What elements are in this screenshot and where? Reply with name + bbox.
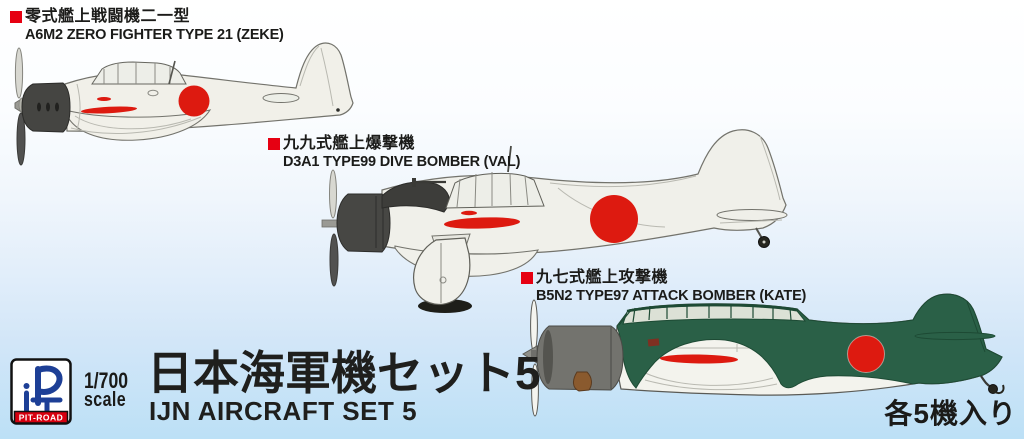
red-square-bullet [268, 138, 280, 151]
zero-fighter-illustration [14, 42, 354, 166]
val-antenna-mast [507, 145, 512, 173]
val-tailplane [716, 209, 788, 221]
val-nose-hump [381, 181, 450, 213]
pit-road-monogram [23, 365, 63, 417]
label-val-jp: 九九式艦上爆撃機 [283, 135, 416, 152]
product-title-jp: 日本海軍機セット5 [147, 347, 541, 399]
label-zero-en: A6M2 ZERO FIGHTER TYPE 21 (ZEKE) [25, 27, 284, 44]
pit-road-logo: PIT-ROAD [10, 358, 72, 425]
kate-exhaust-pipe [573, 371, 592, 392]
val-landing-gear [413, 233, 471, 305]
product-title-en: IJN AIRCRAFT SET 5 [149, 396, 418, 427]
kate-cowling [536, 325, 624, 391]
zero-fuselage [64, 42, 354, 141]
zero-tailplane [262, 93, 300, 103]
label-kate-en: B5N2 TYPE97 ATTACK BOMBER (KATE) [536, 288, 807, 305]
label-val-en: D3A1 TYPE99 DIVE BOMBER (VAL) [283, 154, 521, 171]
scale-block: 1/700 scale [84, 368, 129, 412]
val-canopy [445, 145, 545, 209]
label-kate-jp: 九七式艦上攻撃機 [536, 269, 669, 286]
zero-antenna-mast [168, 60, 176, 85]
label-zero-jp: 零式艦上戦闘機二一型 [25, 8, 191, 25]
label-zero: 零式艦上戦闘機二一型 A6M2 ZERO FIGHTER TYPE 21 (ZE… [10, 8, 284, 44]
pit-road-logo-text: PIT-ROAD [19, 413, 64, 423]
zero-hinomaru-roundel [178, 85, 210, 117]
kate-tailplane [914, 331, 996, 341]
label-kate: 九七式艦上攻撃機 B5N2 TYPE97 ATTACK BOMBER (KATE… [521, 269, 806, 305]
label-val: 九九式艦上爆撃機 D3A1 TYPE99 DIVE BOMBER (VAL) [268, 135, 520, 171]
val-tail-wheel [755, 227, 770, 248]
kate-canopy [618, 303, 807, 326]
pit-road-banner [13, 410, 69, 424]
kate-hinomaru-roundel [847, 335, 885, 373]
val-cowling [336, 178, 450, 253]
kate-attack-bomber-illustration [522, 293, 1005, 417]
kate-propeller [522, 299, 540, 417]
val-dive-bomber-illustration [321, 129, 788, 313]
label-val-jp-line: 九九式艦上爆撃機 [268, 135, 520, 153]
val-propeller [321, 169, 339, 287]
red-square-bullet [10, 11, 22, 24]
zero-canopy [91, 60, 187, 85]
kate-tail-wheel [980, 375, 1005, 395]
count-note: 各5機入り [884, 398, 1017, 429]
val-hinomaru-roundel [590, 195, 638, 243]
val-markings [444, 195, 638, 243]
zero-cowling [21, 82, 71, 133]
kate-markings [647, 335, 885, 373]
scale-word: scale [84, 389, 127, 412]
red-square-bullet [521, 272, 533, 285]
zero-markings [81, 85, 210, 117]
scale-value: 1/700 [84, 368, 129, 393]
title-block: 日本海軍機セット5 IJN AIRCRAFT SET 5 [147, 347, 541, 427]
label-kate-jp-line: 九七式艦上攻撃機 [521, 269, 806, 287]
label-zero-jp-line: 零式艦上戦闘機二一型 [10, 8, 284, 26]
